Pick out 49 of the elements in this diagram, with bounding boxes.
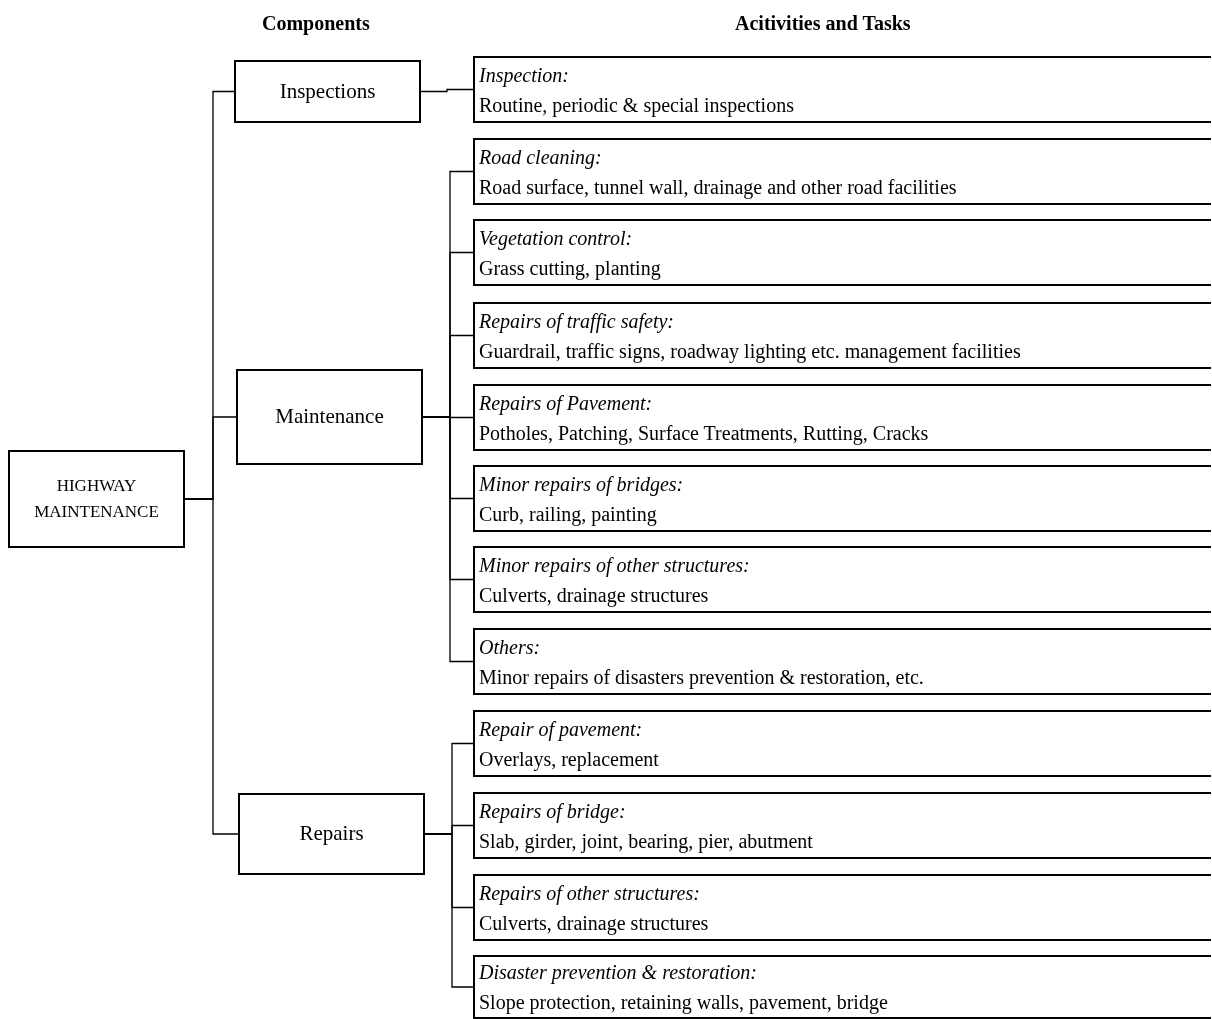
task-box (473, 955, 1211, 1019)
task-description: Overlays, replacement (479, 746, 660, 773)
task-box (473, 219, 1211, 286)
task-description: Guardrail, traffic signs, roadway lighting etc. management facilities (479, 338, 1022, 365)
task-box (473, 710, 1211, 777)
task-box (473, 138, 1211, 205)
task-description: Slab, girder, joint, bearing, pier, abutment (479, 828, 814, 855)
column-header: Acitivities and Tasks (735, 11, 911, 36)
component-box (236, 369, 423, 465)
task-heading: Minor repairs of other structures: (479, 552, 751, 579)
task-box (473, 465, 1211, 532)
task-box (473, 792, 1211, 859)
task-description: Grass cutting, planting (479, 255, 662, 282)
component-label: HIGHWAY MAINTENANCE (33, 475, 160, 523)
task-description: Slope protection, retaining walls, pavement, bridge (479, 990, 889, 1016)
task-box (473, 628, 1211, 695)
column-header: Components (262, 11, 370, 37)
task-heading: Minor repairs of bridges: (479, 471, 685, 498)
task-description: Minor repairs of disasters prevention & restoration, etc. (479, 664, 925, 691)
task-box (473, 56, 1211, 123)
task-box (473, 384, 1211, 451)
task-description: Culverts, drainage structures (479, 582, 710, 609)
task-heading: Disaster prevention & restoration: (479, 960, 758, 986)
task-heading: Repair of pavement: (479, 716, 644, 743)
component-label: Maintenance (275, 403, 384, 431)
component-label: Inspections (279, 77, 376, 105)
connector-line (424, 833, 474, 988)
task-description: Potholes, Patching, Surface Treatments, Rutting, Cracks (479, 420, 930, 447)
task-box (473, 546, 1211, 613)
task-heading: Repairs of bridge: (479, 798, 627, 825)
task-description: Road surface, tunnel wall, drainage and other road facilities (479, 174, 958, 201)
task-heading: Road cleaning: (479, 144, 603, 171)
connector-line (184, 498, 239, 835)
component-box (234, 60, 421, 123)
task-heading: Vegetation control: (479, 225, 634, 252)
task-description: Curb, railing, painting (479, 501, 658, 528)
task-heading: Others: (479, 634, 542, 660)
task-box (473, 302, 1211, 369)
task-heading: Repairs of other structures: (479, 880, 701, 907)
task-box (473, 874, 1211, 941)
component-box (238, 793, 425, 875)
component-label: Repairs (299, 820, 364, 848)
connector-line (420, 88, 474, 93)
task-description: Culverts, drainage structures (479, 910, 710, 937)
task-heading: Repairs of traffic safety: (479, 308, 675, 335)
task-description: Routine, periodic & special inspections (479, 92, 795, 119)
task-heading: Inspection: (479, 62, 570, 89)
task-heading: Repairs of Pavement: (479, 390, 654, 417)
component-box (8, 450, 185, 548)
